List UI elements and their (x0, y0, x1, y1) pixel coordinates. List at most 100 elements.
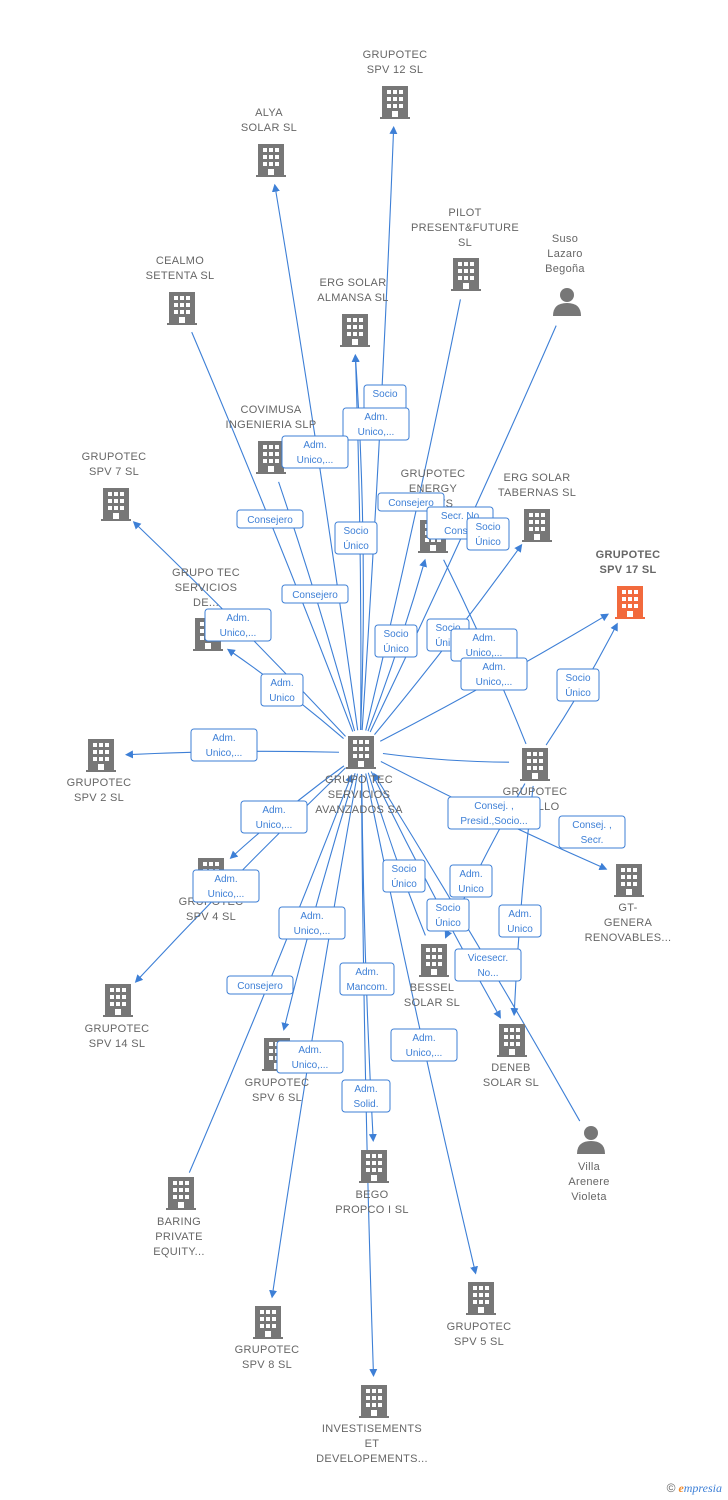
relation-badge-text: Solid. (353, 1099, 378, 1110)
node-label-line: PRESENT&FUTURE (411, 222, 519, 234)
relation-badge[interactable]: Adm.Unico,... (204, 608, 272, 642)
relation-badge[interactable]: Adm.Unico (260, 673, 304, 707)
relation-badge-text: Adm. (226, 613, 249, 624)
node-baring[interactable]: BARINGPRIVATEEQUITY... (153, 1177, 204, 1258)
relation-badge[interactable]: Adm.Unico (449, 864, 493, 898)
relation-badge-text: Adm. (412, 1033, 435, 1044)
relation-badge-text: Socio (475, 522, 500, 533)
relation-badge[interactable]: Consej. ,Presid.,Socio... (447, 796, 541, 830)
relation-badge[interactable]: Adm.Unico,... (278, 906, 346, 940)
relation-badge[interactable]: Adm.Unico,... (390, 1028, 458, 1062)
relation-badge-text: Secr. (581, 835, 604, 846)
brand-initial: e (678, 1481, 684, 1495)
node-label-line: GT- (618, 902, 637, 914)
edge-grupo_tec_central-pilot (365, 299, 461, 731)
node-label-line: DEVELOPEMENTS... (316, 1453, 428, 1465)
node-grupotec_spv8[interactable]: GRUPOTEC SPV 8 SL (235, 1306, 300, 1371)
relation-badge[interactable]: Adm.Unico,... (190, 728, 258, 762)
relation-badge[interactable]: Adm.Unico,... (240, 800, 308, 834)
building-icon (614, 864, 644, 897)
relation-badge-text: Socio (372, 389, 397, 400)
relation-badge-text: Adm. (300, 911, 323, 922)
relation-badge-text: Unico,... (297, 455, 334, 466)
relation-badge-text: Único (565, 686, 591, 699)
relation-badge-text: Socio (391, 864, 416, 875)
relation-badge[interactable]: Consejero (226, 975, 294, 995)
relation-badge-text: Consejero (388, 498, 434, 509)
relation-badge[interactable]: Adm.Unico,... (281, 435, 349, 469)
node-label-line: Lazaro (547, 248, 582, 260)
node-label-line: SPV 8 SL (242, 1359, 292, 1371)
relation-badge[interactable]: Adm.Unico,... (450, 628, 518, 662)
node-investisements[interactable]: INVESTISEMENTSETDEVELOPEMENTS... (316, 1385, 428, 1465)
node-label-line: GRUPOTEC (235, 1344, 300, 1356)
relation-badge[interactable]: Adm.Unico,... (460, 657, 528, 691)
building-icon (101, 488, 131, 521)
relation-badge[interactable]: Consejero (377, 492, 445, 512)
building-icon (520, 748, 550, 781)
building-icon (615, 586, 645, 619)
node-label-line: SERVICIOS (175, 582, 237, 594)
building-icon (522, 509, 552, 542)
relation-badge-text: Único (475, 535, 501, 548)
relation-badge[interactable]: Consejero (281, 584, 349, 604)
node-label-line: SL (458, 237, 472, 249)
relation-badge[interactable]: Adm.Unico,... (192, 869, 260, 903)
relation-badge[interactable]: Consejero (236, 509, 304, 529)
empresia-logo[interactable]: ©empresia (667, 1481, 722, 1496)
node-label-line: SPV 2 SL (74, 792, 124, 804)
relation-badge-text: Socio (383, 629, 408, 640)
relation-badge[interactable]: Adm.Unico,... (276, 1040, 344, 1074)
node-label-line: GRUPO TEC (325, 774, 393, 786)
node-label-line: AVANZADOS SA (315, 804, 403, 816)
relation-badge-text: Unico,... (476, 677, 513, 688)
relation-badge[interactable]: Adm.Unico (498, 904, 542, 938)
building-icon (359, 1385, 389, 1418)
relation-badge[interactable]: Consej. ,Secr. (558, 815, 626, 849)
node-label-line: GRUPOTEC (401, 468, 466, 480)
relation-badge[interactable]: Vicesecr.No... (454, 948, 522, 982)
node-grupo_tec_servicios_de[interactable]: GRUPO TECSERVICIOSDE... (172, 567, 240, 651)
relation-badge[interactable]: Adm.Mancom. (339, 962, 395, 996)
relation-badge-text: Adm. (355, 967, 378, 978)
node-label-line: SPV 5 SL (454, 1336, 504, 1348)
edge-villa-grupo_tec_central (373, 772, 581, 1122)
node-label-line: GRUPOTEC (596, 549, 661, 561)
relation-badge[interactable]: Adm.Unico,... (342, 407, 410, 441)
relation-badge-text: Consejero (247, 515, 293, 526)
relation-badge[interactable]: Adm.Solid. (341, 1079, 391, 1113)
node-label-line: DENEB (491, 1062, 530, 1074)
node-label-line: SPV 6 SL (252, 1092, 302, 1104)
node-label-line: SOLAR SL (241, 122, 297, 134)
node-label-line: GRUPOTEC (85, 1023, 150, 1035)
relation-badge-text: Socio (565, 673, 590, 684)
node-label-line: GENERA (604, 917, 653, 929)
node-gt_genera[interactable]: GT-GENERARENOVABLES... (585, 864, 672, 944)
relation-badge-text: Adm. (364, 412, 387, 423)
